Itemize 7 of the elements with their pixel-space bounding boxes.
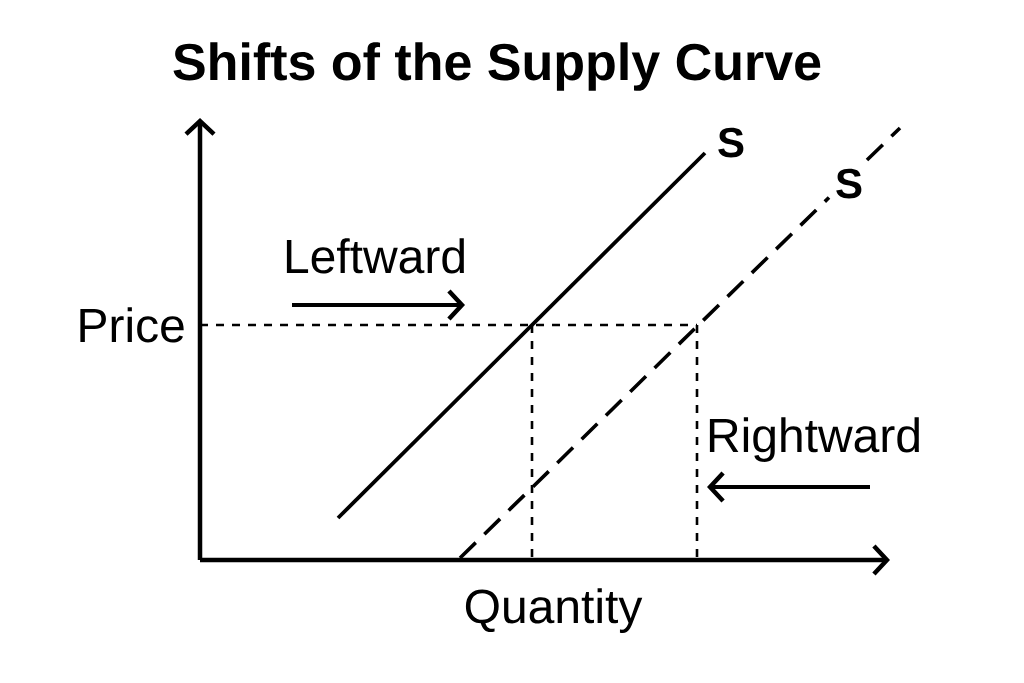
arrow-label: Rightward	[709, 417, 919, 462]
curve-label: S	[718, 127, 744, 158]
title: Shifts of the Supply Curve	[173, 42, 821, 91]
axis-label: Quantity	[465, 588, 643, 633]
curve-label: S	[836, 168, 862, 199]
axis-label: Price	[80, 307, 184, 343]
arrow-label: Leftward	[286, 238, 464, 274]
